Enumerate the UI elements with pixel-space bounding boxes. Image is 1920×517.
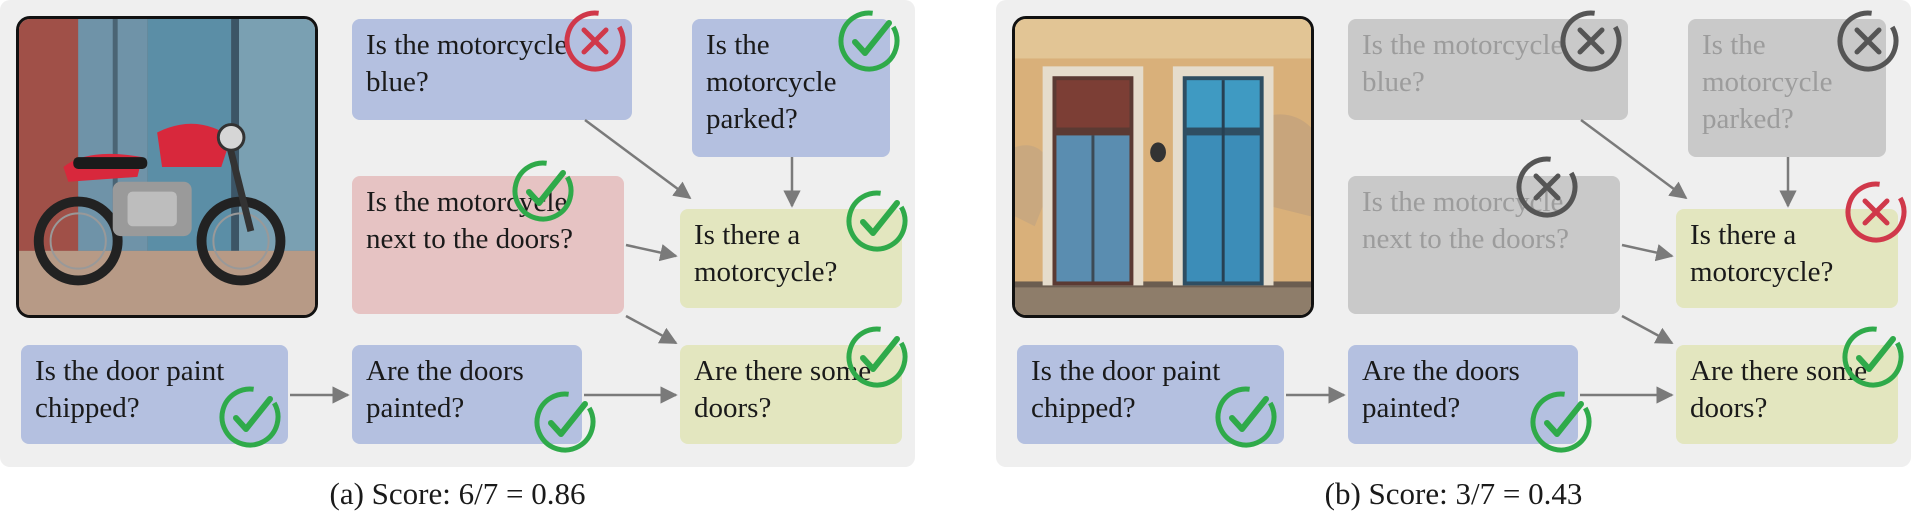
check-mark-icon: [1842, 326, 1904, 388]
panel-a: Is the motorcycle blue? Is the motorcycl…: [0, 0, 915, 467]
question-doors-painted: Are the doors painted?: [352, 345, 582, 444]
check-mark-icon: [838, 10, 900, 72]
doors-photo: [1012, 16, 1314, 318]
cross-mark-icon: [1560, 10, 1622, 72]
question-are-there-doors: Are there some doors?: [1676, 345, 1898, 444]
cross-mark-icon: [1845, 181, 1907, 243]
question-motorcycle-blue: Is the motorcycle blue?: [352, 19, 632, 120]
check-mark-icon: [219, 386, 281, 448]
question-is-there-motorcycle: Is there a motorcycle?: [680, 209, 902, 308]
motorcycle-photo: [16, 16, 318, 318]
question-motorcycle-next-to-doors: Is the motorcycle next to the doors?: [1348, 176, 1620, 314]
cross-mark-icon: [1516, 156, 1578, 218]
question-door-paint-chipped: Is the door paint chipped?: [1017, 345, 1284, 444]
check-mark-icon: [1530, 391, 1592, 453]
panel-b: Is the motorcycle blue? Is the motorcycl…: [996, 0, 1911, 467]
question-doors-painted: Are the doors painted?: [1348, 345, 1578, 444]
question-motorcycle-next-to-doors: Is the motorcycle next to the doors?: [352, 176, 624, 314]
cross-mark-icon: [1837, 10, 1899, 72]
question-is-there-motorcycle: Is there a motorcycle?: [1676, 209, 1898, 308]
caption-a: (a) Score: 6/7 = 0.86: [329, 476, 586, 511]
cross-mark-icon: [564, 10, 626, 72]
question-motorcycle-parked: Is the motorcycle parked?: [1688, 19, 1886, 157]
caption-b: (b) Score: 3/7 = 0.43: [1324, 476, 1583, 511]
check-mark-icon: [846, 326, 908, 388]
check-mark-icon: [512, 160, 574, 222]
check-mark-icon: [1215, 386, 1277, 448]
check-mark-icon: [846, 190, 908, 252]
check-mark-icon: [534, 391, 596, 453]
